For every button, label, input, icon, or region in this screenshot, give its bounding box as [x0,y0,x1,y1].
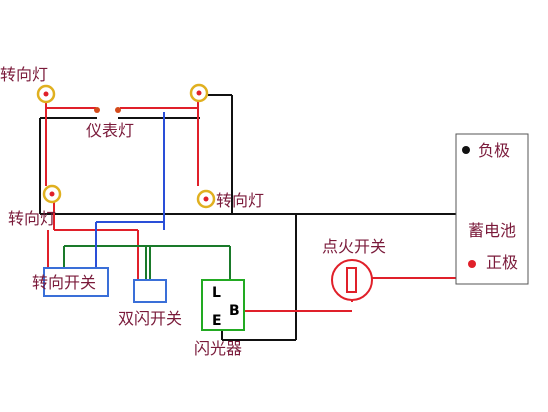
positive-terminal-label: 正极 [486,253,519,272]
instrument-lamp-right-terminal [115,107,121,113]
turn-lamp-left-label: 转向灯 [8,209,57,228]
battery-box [455,133,529,285]
flasher-terminal-e: E [212,313,222,329]
turn-lamp-bottom-right [196,189,216,209]
flasher-terminal-l: L [212,285,221,301]
flasher-label: 闪光器 [194,339,243,358]
turn-switch-box [43,267,109,297]
negative-terminal-label: 负极 [478,141,511,160]
instrument-lamp-label: 仪表灯 [86,121,135,140]
turn-lamp-top-left [36,84,56,104]
flasher-box [201,279,245,331]
ignition-switch-symbol [331,259,373,301]
battery-negative-terminal [462,146,470,154]
ignition-switch-label: 点火开关 [322,237,387,256]
red-wires [45,96,473,312]
instrument-lamp-left-terminal [94,107,100,113]
turn-lamp-top-label: 转向灯 [0,65,49,84]
turn-switch-label: 转向开关 [32,273,97,292]
turn-lamp-right-label: 转向灯 [216,191,265,210]
green-wires [63,245,231,282]
double-flash-switch-box [133,279,167,303]
turn-lamp-bottom-left [42,184,62,204]
double-flash-switch-label: 双闪开关 [118,309,183,328]
flasher-terminal-b: B [229,303,240,319]
battery-label: 蓄电池 [468,221,517,240]
battery-positive-terminal [468,260,476,268]
blue-wires [95,112,165,268]
turn-lamp-top-right [189,83,209,103]
